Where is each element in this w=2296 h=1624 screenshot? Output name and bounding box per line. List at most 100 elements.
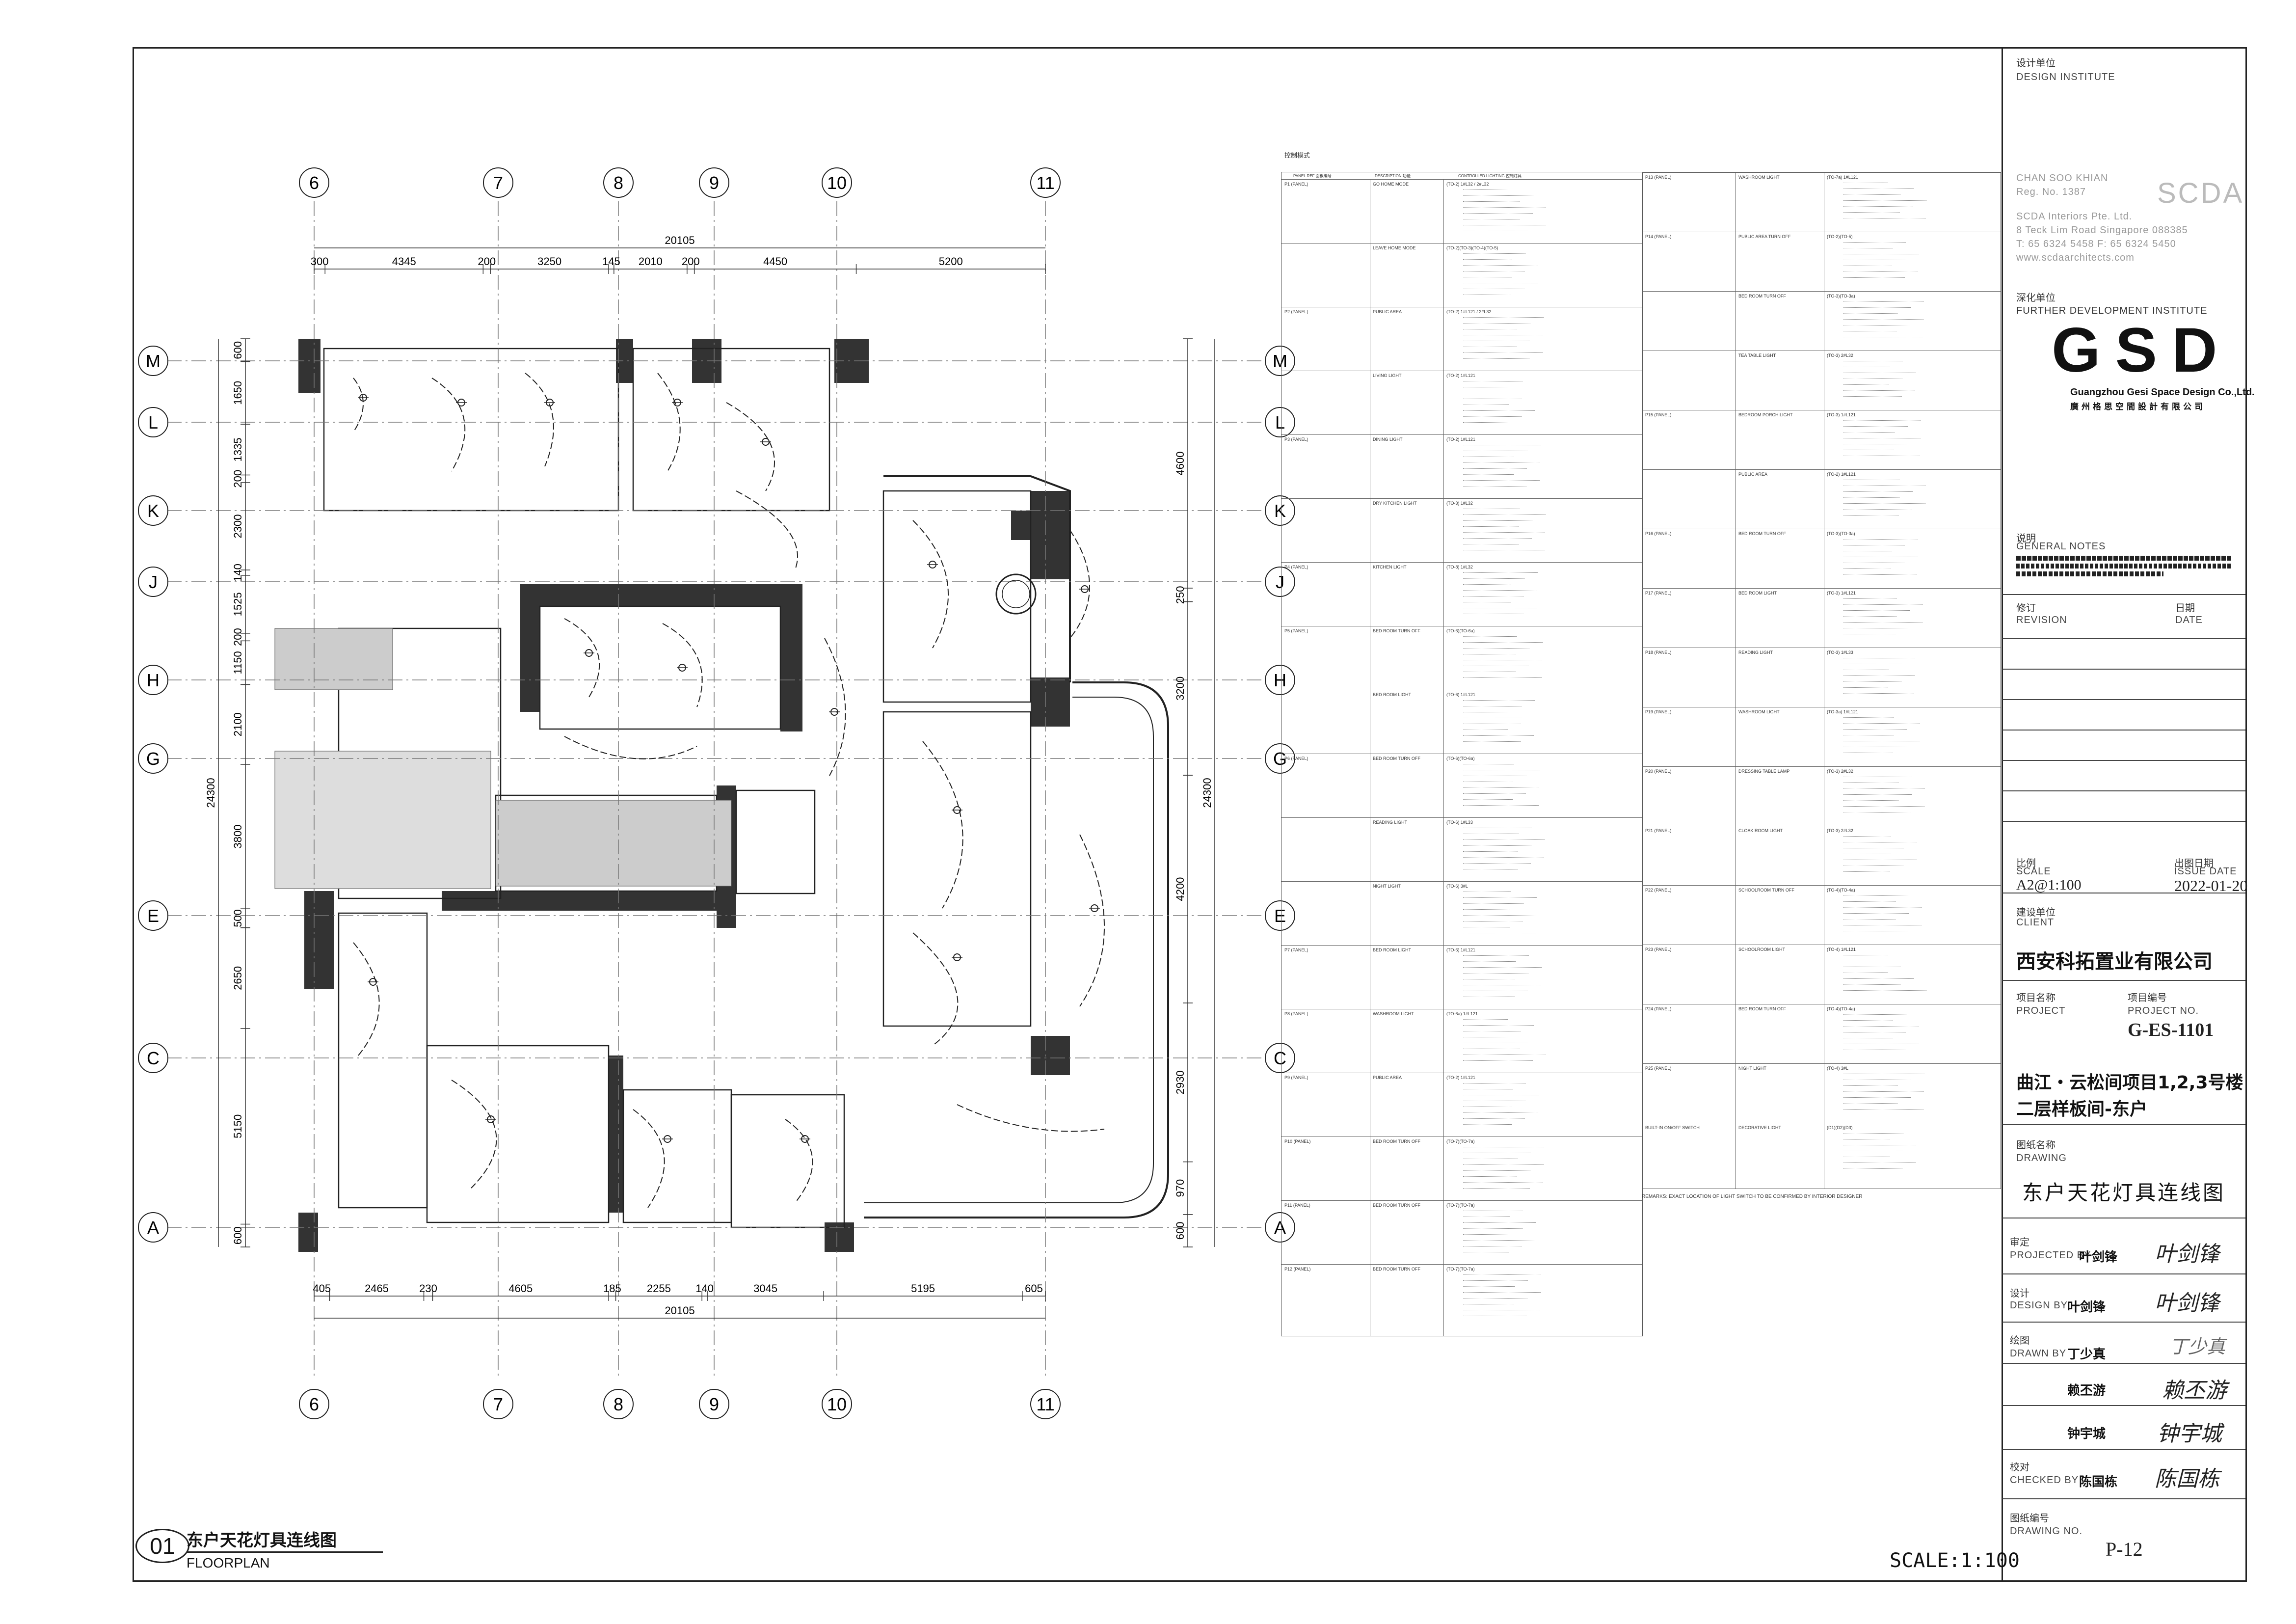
grid-label-col: 11 [1036, 1394, 1054, 1414]
schedule-detail-line [1843, 978, 1914, 979]
schedule-cell-desc: BED ROOM TURN OFF [1373, 756, 1420, 761]
schedule-cell-desc: WASHROOM LIGHT [1373, 1011, 1414, 1016]
drawn-line-2 [2002, 1405, 2245, 1406]
grid-label-row: L [1275, 412, 1285, 433]
schedule-detail-line [1843, 901, 1896, 902]
schedule-detail-line [1463, 584, 1511, 585]
plan-walls [274, 339, 1169, 1252]
design-cn: 设计 [2010, 1288, 2029, 1299]
schedule-detail-line [1463, 468, 1527, 469]
dim-text: 2010 [639, 255, 663, 268]
issue-date-value: 2022-01-20 [2174, 877, 2248, 894]
grid-bubble [138, 1043, 168, 1073]
grid-bubble [299, 1389, 329, 1419]
schedule-detail-line [1843, 396, 1902, 397]
schedule-cell-desc: DRESSING TABLE LAMP [1738, 769, 1790, 774]
dim-text: 2930 [1174, 1070, 1186, 1094]
schedule-row: P1 (PANEL)GO HOME MODE(TO-2) 1#L32 / 2#L… [1281, 179, 1642, 244]
schedule-detail-line [1463, 857, 1544, 858]
schedule-cell-ref: P8 (PANEL) [1284, 1011, 1308, 1016]
grid-label-row: C [1274, 1048, 1286, 1068]
schedule-detail-line [1463, 735, 1534, 736]
grid-label-col: 7 [493, 173, 503, 193]
schedule-detail-line [1843, 1168, 1902, 1169]
schedule-detail-line [1463, 590, 1537, 591]
date-label: DATE [2175, 615, 2203, 625]
schedule-detail-line [1463, 700, 1535, 701]
dim-text: 970 [1174, 1179, 1186, 1197]
schedule-detail-line [1463, 1280, 1528, 1281]
schedule-cell-ctrl: (TO-4)(TO-4a) [1827, 888, 1855, 893]
schedule-detail-line [1463, 480, 1540, 481]
dim-text: 145 [602, 255, 620, 268]
schedule-detail-line [1463, 967, 1542, 968]
schedule-detail-line [1463, 839, 1545, 840]
grid-label-row: J [1276, 572, 1284, 592]
dim-text: 140 [695, 1282, 714, 1295]
schedule-detail-line [1843, 1014, 1906, 1015]
dim-text: 1525 [232, 592, 244, 616]
schedule-detail-line [1843, 509, 1912, 510]
schedule-detail-line [1843, 420, 1921, 421]
wiring-arc [564, 618, 600, 698]
grid-bubble [138, 495, 168, 526]
schedule-cell-ref: P14 (PANEL) [1645, 234, 1672, 239]
schedule-detail-line [1843, 277, 1905, 278]
wall-column [520, 584, 540, 712]
schedule-row: P19 (PANEL)WASHROOM LIGHT(TO-3a) 1#L121 [1642, 707, 2001, 767]
dim-text: 3250 [537, 255, 561, 268]
schedule-detail-line [1843, 729, 1907, 730]
schedule-cell-desc: BED ROOM TURN OFF [1738, 531, 1786, 536]
schedule-cell-desc: BEDROOM PORCH LIGHT [1738, 412, 1793, 417]
schedule-detail-line [1463, 323, 1530, 324]
dim-text: 200 [682, 255, 700, 268]
grid-label-row: A [147, 1218, 159, 1238]
general-notes-label: GENERAL NOTES [2016, 541, 2106, 552]
schedule-detail-line [1843, 574, 1917, 575]
grid-bubble [138, 665, 168, 695]
dim-text: 250 [1174, 586, 1186, 604]
schedule-cell-desc: CLOAK ROOM LIGHT [1738, 828, 1783, 833]
schedule-detail-line [1463, 317, 1544, 318]
wall-column [298, 339, 320, 393]
drawing-no-cn: 图纸编号 [2010, 1513, 2049, 1524]
schedule-detail-line [1843, 693, 1914, 694]
schedule-detail-line [1463, 1164, 1544, 1165]
drawn-name-1: 丁少真 [2067, 1347, 2106, 1361]
schedule-row: P14 (PANEL)PUBLIC AREA TURN OFF(TO-2)(TO… [1642, 232, 2001, 292]
issue-date-label: ISSUE DATE [2174, 866, 2237, 877]
room-outline [323, 348, 619, 512]
dim-text: 1150 [232, 651, 244, 674]
col-divider [1735, 172, 1736, 1189]
schedule-cell-ref: P5 (PANEL) [1284, 628, 1308, 633]
schedule-row: P21 (PANEL)CLOAK ROOM LIGHT(TO-3) 2#L32 [1642, 826, 2001, 886]
schedule-cell-desc: SCHOOLROOM TURN OFF [1738, 888, 1794, 893]
grid-bubble [299, 167, 329, 198]
schedule-cell-ctrl: (TO-8) 1#L32 [1446, 565, 1473, 569]
schedule-row: P25 (PANEL)NIGHT LIGHT(TO-4) 3#L [1642, 1063, 2001, 1123]
grid-bubble [603, 1389, 634, 1419]
schedule-cell-ref: BUILT-IN ON/OFF SWITCH [1645, 1125, 1700, 1130]
design-label: DESIGN BY [2010, 1300, 2068, 1311]
schedule-cell-ctrl: (TO-3) 1#L33 [1827, 650, 1853, 655]
schedule-cell-ctrl: (TO-3)(TO-3a) [1827, 531, 1855, 536]
schedule-detail-line [1843, 1085, 1898, 1086]
grid-label-col: 6 [309, 1394, 319, 1414]
project-no-value: G-ES-1101 [2128, 1020, 2214, 1040]
grid-bubble [1030, 1389, 1061, 1419]
schedule-cell-ctrl: (TO-3) 1#L121 [1827, 412, 1856, 417]
schedule-detail-line [1463, 578, 1524, 579]
schedule-cell-ctrl: (TO-6)(TO-6a) [1446, 628, 1475, 633]
schedule-cell-desc: BED ROOM TURN OFF [1373, 1267, 1420, 1272]
scale-label: SCALE [2016, 866, 2051, 877]
design-line [2002, 1322, 2245, 1323]
schedule-row: P18 (PANEL)READING LIGHT(TO-3) 1#L33 [1642, 648, 2001, 707]
grid-bubble [603, 167, 634, 198]
schedule-detail-line [1463, 416, 1522, 417]
grid-label-row: K [1274, 501, 1286, 521]
grid-label-row: G [1273, 749, 1287, 769]
schedule-detail-line [1843, 1103, 1897, 1104]
grid-bubble [1265, 567, 1295, 597]
schedule-cell-ref: P22 (PANEL) [1645, 888, 1672, 893]
